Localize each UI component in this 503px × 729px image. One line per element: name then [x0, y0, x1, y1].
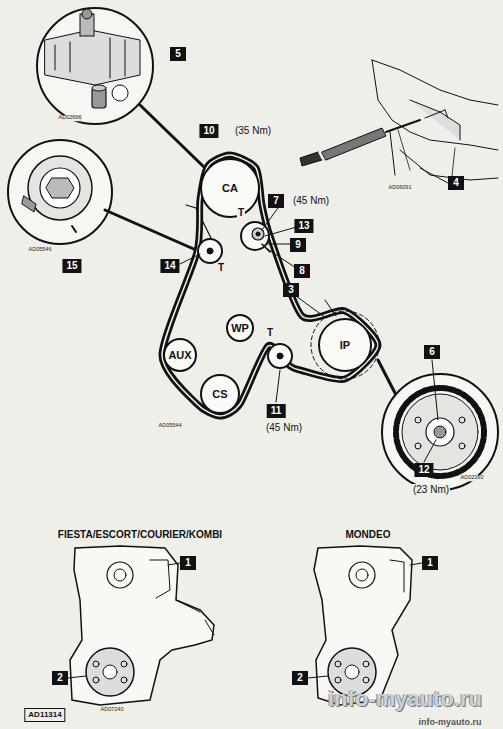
- pulley-circle: WP: [226, 314, 254, 342]
- torque-value: (23 Nm): [412, 484, 450, 496]
- callout-number: 12: [414, 463, 433, 477]
- callout-number: 1: [180, 556, 196, 570]
- pulley-label: AUX: [168, 350, 191, 361]
- callout-number: 3: [283, 283, 299, 297]
- callout-number: 2: [292, 671, 308, 685]
- callout-number: 9: [290, 238, 306, 252]
- tensioner-mark: T: [217, 263, 225, 273]
- callout-number: 4: [448, 176, 464, 190]
- figure-code: AD05546: [28, 247, 53, 253]
- tensioner-mark: T: [237, 208, 245, 218]
- callout-number: 2: [52, 671, 68, 685]
- watermark: info-myauto.ru: [419, 718, 482, 727]
- model-heading: FIESTA/ESCORT/COURIER/KOMBI: [58, 530, 222, 540]
- callout-number: 13: [294, 219, 313, 233]
- pulley-circle: IP: [318, 318, 372, 372]
- callout-number: 8: [294, 264, 310, 278]
- pulley-circle: CS: [200, 374, 240, 414]
- figure-code: AD07240: [100, 707, 125, 713]
- callout-number: 5: [170, 47, 186, 61]
- linework: [8, 8, 498, 705]
- model-heading: MONDEO: [346, 530, 391, 540]
- pulley-label: WP: [231, 323, 249, 334]
- torque-value: (45 Nm): [265, 422, 303, 434]
- callout-number: 7: [268, 194, 284, 208]
- figure-code: AD02696: [58, 115, 83, 121]
- pulley-label: CS: [212, 389, 227, 400]
- callout-number: 11: [267, 404, 286, 418]
- figure-code: AD05544: [158, 423, 183, 429]
- pulley-label: IP: [340, 340, 350, 351]
- callout-number: 10: [199, 124, 218, 138]
- torque-value: (45 Nm): [292, 195, 330, 207]
- callout-number: 15: [62, 259, 81, 273]
- tensioner-mark: T: [266, 328, 274, 338]
- figure-code: AD02160: [460, 475, 485, 481]
- watermark: info-myauto.ru: [328, 688, 482, 710]
- pulley-label: CA: [222, 183, 238, 194]
- pulley-circle: AUX: [163, 338, 197, 372]
- figure-code: AD11314: [24, 708, 65, 722]
- figure-code: AD06091: [388, 185, 413, 191]
- callout-number: 6: [424, 345, 440, 359]
- callout-number: 14: [160, 259, 179, 273]
- callout-number: 1: [422, 556, 438, 570]
- pulley-circle: CA: [200, 158, 260, 218]
- torque-value: (35 Nm): [234, 125, 272, 137]
